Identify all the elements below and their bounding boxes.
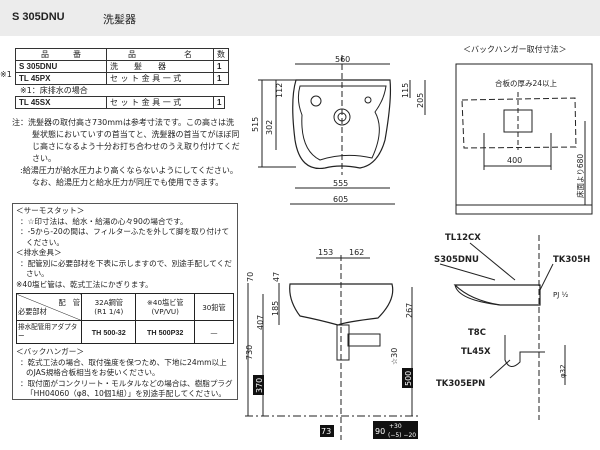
dim-500: 500 [404,371,413,386]
pipe-table: 配 管必要部材 32A鋼管 (R1 1/4) ※40塩ビ管 (VP/VU) 30… [15,293,235,344]
pipe-col: 32A鋼管 (R1 1/4) [81,293,137,321]
header-bar: S 305DNU 洗髪器 [0,0,600,36]
dim-185: 185 [271,301,280,316]
side-view: TL12CX S305DNU TK305H PJ ½ T8C TL45X TK3… [434,233,590,420]
label-tk305h: TK305H [553,255,590,265]
product-name: 洗髪器 [103,13,136,26]
pipe-value: TH 500P32 [135,320,195,344]
dim-555: 555 [333,179,348,188]
dim-515: 515 [251,117,260,132]
back-hanger-view: ＜バックハンガー取付寸法＞ 合板の厚み24以上 400 床面より680 [455,44,593,215]
dim-205: 205 [416,93,425,108]
dim-407: 407 [256,315,265,330]
thermostat-note: ：-5から-20の間は、フィルターふたを外して脚を取り付けてください。 [20,227,230,247]
dim-153: 153 [318,248,333,257]
label-tl12cx: TL12CX [445,233,481,243]
dim-302: 302 [265,120,274,135]
mark-note-1: ※1 [0,70,12,79]
hanger-title: ＜バックハンガー＞ [16,347,84,356]
dim-730: 730 [245,345,254,360]
label-t8c: T8C [468,328,486,338]
installation-notes: 注：洗髪器の取付高さ730mmは参考寸法です。この高さは洗髪状態においていすの首… [12,117,240,189]
top-view: 560 112 302 515 115 205 555 605 [251,55,426,205]
dim-73: 73 [321,427,331,436]
product-number: S 305DNU [12,11,65,23]
label-phi32: φ32 [559,364,567,378]
dim-605: 605 [333,195,348,204]
dim-370: 370 [255,378,264,393]
dim-90-minus: (−5) −20 [388,432,416,439]
label-s305dnu: S305DNU [434,255,479,265]
pipe-value: — [193,320,235,344]
note-1: 注：洗髪器の取付高さ730mmは参考寸法です。この高さは洗髪状態においていすの首… [12,118,240,163]
drain-note: ：配管別に必要部材を下表に示しますので、別途手配してください。 [20,258,232,279]
pipe-value: TH 500-32 [81,320,137,344]
dim-400: 400 [507,156,522,165]
pipe-col: ※40塩ビ管 (VP/VU) [135,293,195,321]
drain-remark: ※40塩ビ管は、乾式工法にかぎります。 [16,279,153,289]
label-tl45x: TL45X [461,347,491,357]
dim-90: 90 [375,427,385,436]
hanger-note: ：取付面がコンクリート・モルタルなどの場合は、樹脂プラグ「HH04060（φ8、… [20,378,233,399]
note-2: :給湯圧力が給水圧力より高くならないようにしてください。なお、給湯圧力と給水圧力… [20,166,238,187]
info-box: ＜サーモスタット＞ ：☆印寸法は、給水・給湯の心々90の場合です。 ：-5から-… [12,203,238,400]
label-pj: PJ ½ [553,291,569,299]
thermostat-title: ＜サーモスタット＞ [16,206,85,215]
dim-680: 床面より680 [575,154,585,198]
corner-top: 配 管 [58,298,81,307]
corner-bottom: 必要部材 [18,307,47,316]
label-tk305epn: TK305EPN [436,379,485,389]
drain-title: ＜排水金具＞ [16,248,62,257]
footnote-1: ※1：床排水の場合 [20,86,88,95]
dim-112: 112 [275,83,284,98]
front-view: 153 162 70 47 185 407 730 267 ☆30 370 50… [245,248,420,440]
plywood-note: 合板の厚み24以上 [495,78,558,88]
hanger-note: ：乾式工法の場合、取付強度を保つため、下地に24mm以上のJAS規格合板相当をお… [20,357,227,378]
dim-30: ☆30 [390,348,399,365]
dim-90-plus: +30 [389,423,402,430]
part-qty: 1 [213,72,229,85]
part-qty: 1 [212,96,226,109]
dim-267: 267 [405,303,414,318]
dim-560: 560 [335,55,350,64]
back-hanger-title: ＜バックハンガー取付寸法＞ [463,44,567,54]
thermostat-note: ：☆印寸法は、給水・給湯の心々90の場合です。 [20,216,188,226]
dim-162: 162 [349,248,364,257]
dim-115: 115 [401,83,410,98]
pipe-table-corner: 配 管必要部材 [15,293,83,321]
dim-70: 70 [246,272,255,282]
dim-47: 47 [272,272,281,282]
row-label: 排水配管用アダプター [15,320,83,344]
